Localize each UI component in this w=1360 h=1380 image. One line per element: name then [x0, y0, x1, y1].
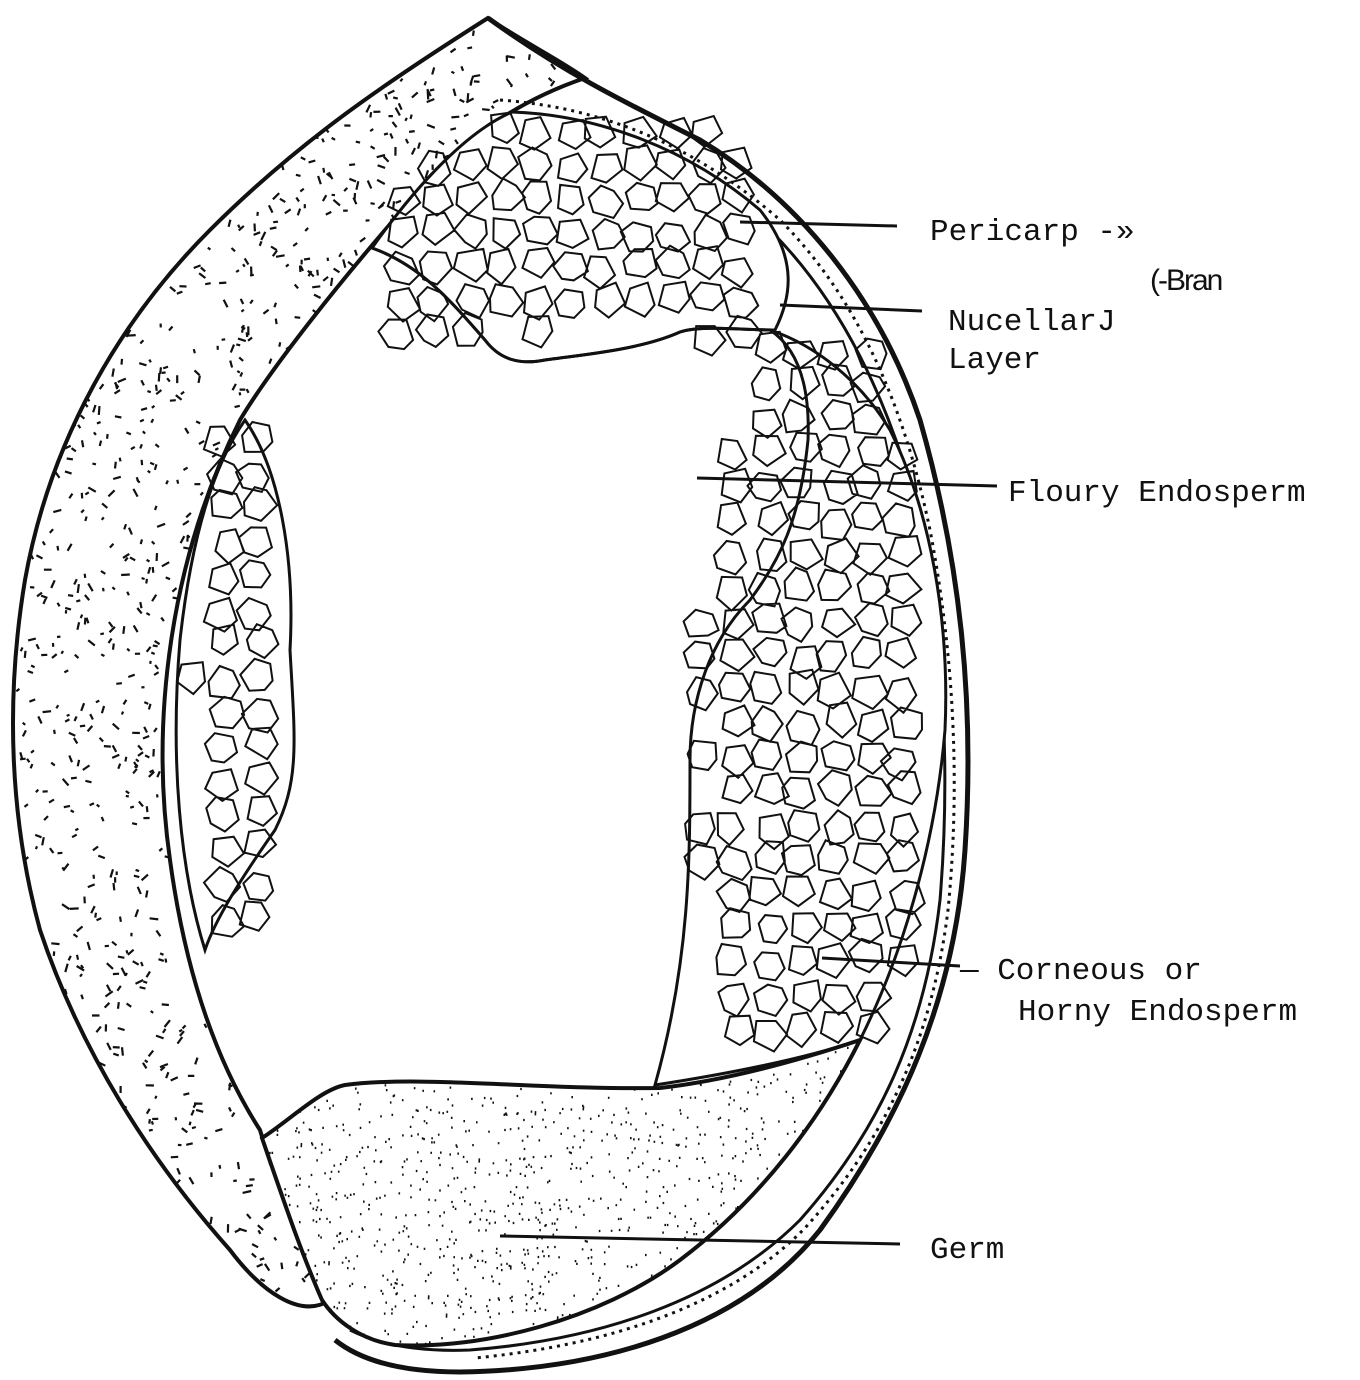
label-bran: (-Bran — [1150, 264, 1222, 297]
germ-region — [261, 1040, 862, 1360]
label-germ: Germ — [930, 1233, 1004, 1268]
label-corneous-line1: — Corneous or — [959, 954, 1202, 989]
label-pericarp: Pericarp -» — [930, 215, 1135, 250]
label-floury-endosperm: Floury Endosperm — [1008, 476, 1306, 511]
label-nucellar-line2: Layer — [948, 343, 1041, 378]
label-nucellar-line1: NucellarJ — [948, 305, 1115, 340]
label-corneous-line2: Horny Endosperm — [1018, 995, 1297, 1030]
labels: Pericarp -» (-Bran NucellarJ Layer Flour… — [930, 215, 1306, 1268]
